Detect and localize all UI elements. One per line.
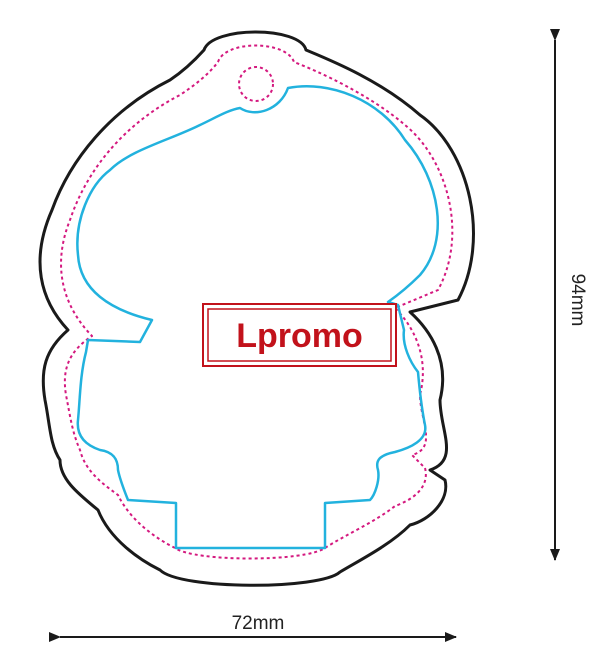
hanging-hole	[238, 66, 274, 102]
safe-area-outline	[76, 85, 439, 550]
logo-box-inner	[207, 308, 392, 362]
width-dimension: 72mm	[49, 613, 457, 642]
height-dimension: 94mm	[550, 29, 588, 561]
logo-box-outer	[202, 303, 397, 367]
width-label: 72mm	[232, 613, 285, 634]
height-label: 94mm	[567, 274, 588, 327]
logo-badge: Lpromo	[202, 303, 397, 367]
bleed-line-outline	[60, 44, 454, 560]
logo-text: Lpromo	[236, 317, 363, 355]
cut-line-outline	[38, 30, 475, 587]
